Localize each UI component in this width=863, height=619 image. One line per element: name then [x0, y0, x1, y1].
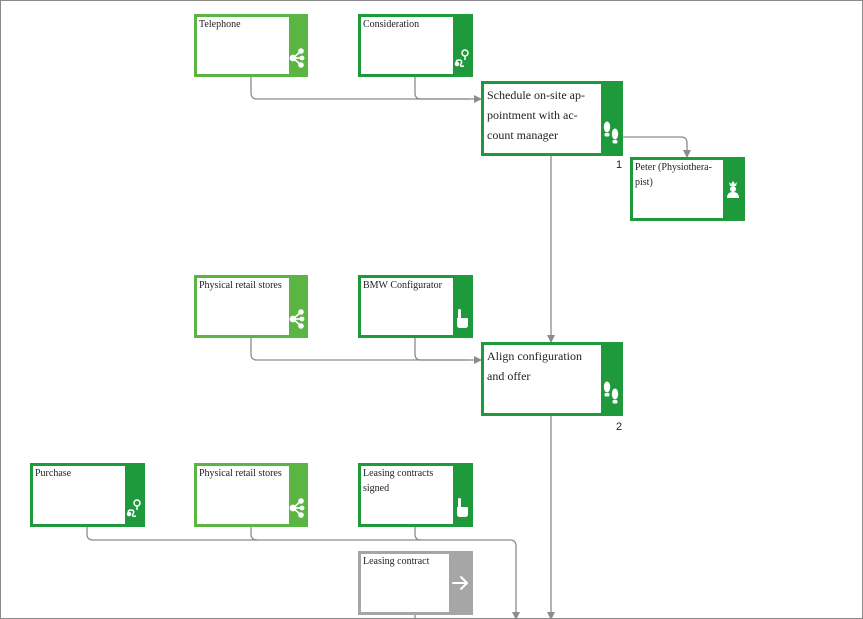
step-number-1: 1: [616, 159, 623, 171]
connector-bmw-align: [414, 338, 470, 361]
connector-leasing-signed-down: [414, 527, 422, 541]
pointing-hand-icon: [453, 278, 470, 335]
connector-retail-align: [250, 338, 482, 364]
person-icon: [723, 160, 742, 218]
connector-schedule-peter: [623, 136, 691, 158]
pointing-hand-icon: [453, 466, 470, 524]
node-schedule[interactable]: Schedule on-site ap-pointment with ac-co…: [481, 81, 623, 156]
share-network-icon: [289, 17, 305, 74]
node-label: Leasing contract: [361, 554, 449, 612]
footsteps-icon: [601, 345, 620, 413]
node-telephone[interactable]: Telephone: [194, 14, 308, 77]
node-peter[interactable]: Peter (Physiothera-pist): [630, 157, 745, 221]
step-number-2: 2: [616, 421, 623, 433]
location-pin-route-icon: [125, 466, 142, 524]
connector-consideration-schedule: [414, 77, 470, 100]
node-label: Leasing contracts signed: [361, 466, 453, 524]
footsteps-icon: [601, 84, 620, 153]
node-label: Physical retail stores: [197, 278, 289, 335]
node-label: Schedule on-site ap-pointment with ac-co…: [484, 84, 601, 153]
connector-purchase-down: [86, 527, 520, 619]
share-network-icon: [289, 278, 305, 335]
arrow-right-icon: [449, 554, 470, 612]
share-network-icon: [289, 466, 305, 524]
node-label: Consideration: [361, 17, 453, 74]
node-leasing-contract[interactable]: Leasing contract: [358, 551, 473, 615]
location-pin-route-icon: [453, 17, 470, 74]
node-label: Telephone: [197, 17, 289, 74]
node-label: BMW Configurator: [361, 278, 453, 335]
node-consideration[interactable]: Consideration: [358, 14, 473, 77]
connector-telephone-schedule: [250, 77, 482, 103]
node-label: Physical retail stores: [197, 466, 289, 524]
node-label: Align configuration and offer: [484, 345, 601, 413]
node-physical-retail-stores-2[interactable]: Physical retail stores: [194, 463, 308, 527]
node-label: Purchase: [33, 466, 125, 524]
node-leasing-contracts-signed[interactable]: Leasing contracts signed: [358, 463, 473, 527]
node-align[interactable]: Align configuration and offer: [481, 342, 623, 416]
node-bmw-configurator[interactable]: BMW Configurator: [358, 275, 473, 338]
node-physical-retail-stores[interactable]: Physical retail stores: [194, 275, 308, 338]
node-purchase[interactable]: Purchase: [30, 463, 145, 527]
connector-retail2-down: [250, 527, 258, 541]
node-label: Peter (Physiothera-pist): [633, 160, 723, 218]
